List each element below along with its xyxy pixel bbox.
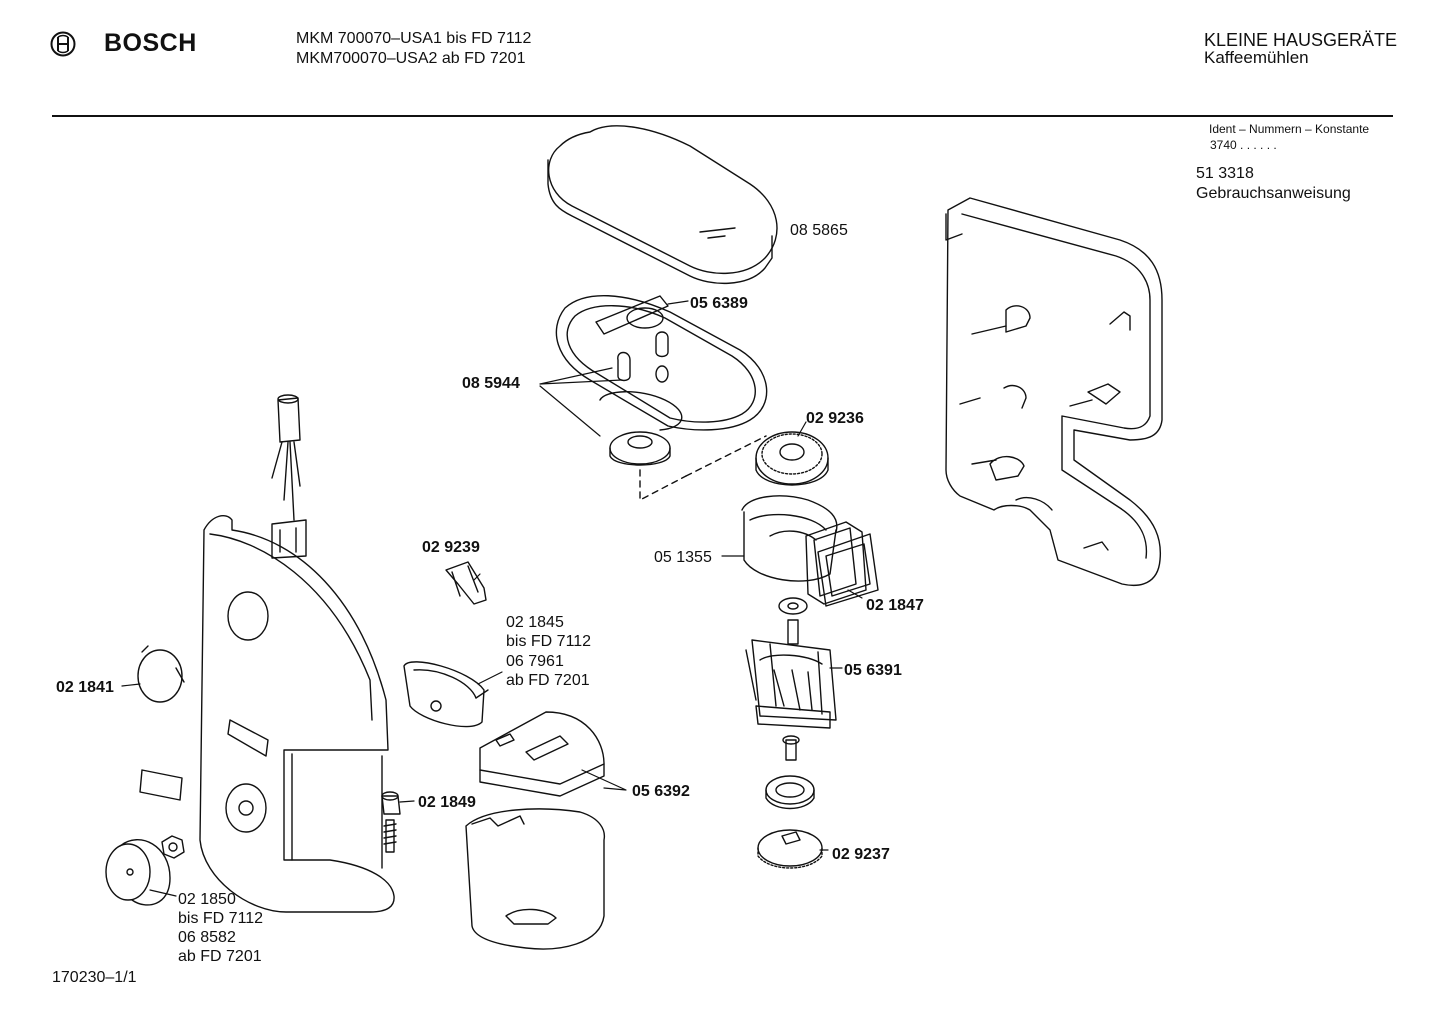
ident-value: 3740 . . . . . .	[1210, 138, 1277, 152]
part-switch-drawing	[446, 562, 486, 604]
header-divider	[52, 115, 1393, 117]
part-coffee-container-drawing	[466, 712, 604, 949]
part-motor-drawing	[746, 598, 836, 760]
label-021841: 02 1841	[56, 679, 114, 696]
label-021850-range1: bis FD 7112	[178, 910, 264, 927]
label-029237: 02 9237	[832, 846, 890, 863]
part-rear-housing-drawing	[946, 198, 1162, 585]
label-021847: 02 1847	[866, 597, 924, 614]
model-line-2: MKM700070–USA2 ab FD 7201	[296, 50, 526, 67]
part-front-housing-drawing	[200, 516, 394, 912]
label-085865: 08 5865	[790, 222, 848, 239]
part-gasket-drawing	[818, 534, 878, 606]
drawing-number: 170230–1/1	[52, 969, 137, 986]
category-title: KLEINE HAUSGERÄTE	[1204, 30, 1398, 50]
part-lid-drawing	[548, 126, 777, 284]
label-029239: 02 9239	[422, 539, 480, 556]
part-cap-drawing	[138, 646, 184, 702]
ident-label: Ident – Nummern – Konstante	[1209, 122, 1370, 136]
label-029236: 02 9236	[806, 410, 864, 427]
label-056391: 05 6391	[844, 662, 902, 679]
label-021849: 02 1849	[418, 794, 476, 811]
label-021850-range2: ab FD 7201	[178, 948, 262, 965]
subcategory-title: Kaffeemühlen	[1204, 48, 1309, 67]
model-line-1: MKM 700070–USA1 bis FD 7112	[296, 30, 532, 47]
bosch-logo-icon	[50, 31, 76, 57]
part-plate-drawing	[140, 770, 182, 800]
label-056389: 05 6389	[690, 295, 748, 312]
label-021845-range1: bis FD 7112	[506, 633, 592, 650]
label-021850-number: 02 1850	[178, 891, 236, 908]
part-upper-burr-drawing	[756, 432, 828, 485]
label-056392: 05 6392	[632, 783, 690, 800]
part-burr-holder-drawing	[742, 496, 866, 604]
part-knob-drawing	[106, 836, 184, 905]
part-microswitch-drawing	[404, 662, 488, 727]
manual-number: 51 3318	[1196, 165, 1254, 182]
part-cable-capacitor-drawing	[272, 395, 306, 558]
label-051355: 05 1355	[654, 549, 712, 566]
part-screw-drawing	[382, 792, 400, 852]
leader-lines	[122, 301, 862, 896]
label-085944: 08 5944	[462, 375, 520, 392]
manual-label: Gebrauchsanweisung	[1196, 185, 1351, 202]
part-grinding-chamber-drawing	[556, 296, 766, 500]
label-021845-alt: 06 7961	[506, 653, 564, 670]
label-021850-alt: 06 8582	[178, 929, 236, 946]
label-021845-range2: ab FD 7201	[506, 672, 590, 689]
part-lower-burr-drawing	[758, 776, 822, 868]
label-021845-number: 02 1845	[506, 614, 564, 631]
brand-logo-text: BOSCH	[104, 29, 197, 57]
